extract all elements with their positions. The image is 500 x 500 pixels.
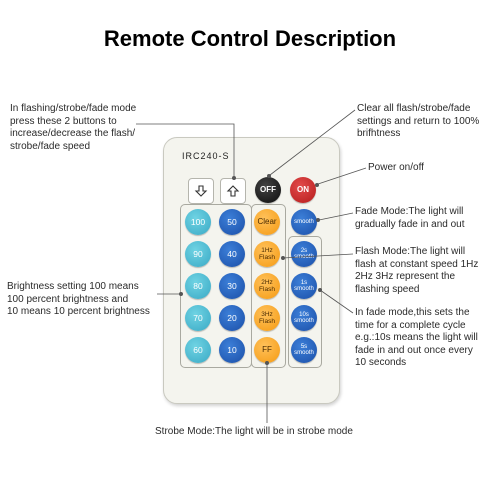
brightness-100-button[interactable]: 100 bbox=[185, 209, 211, 235]
annotation-flash-mode: Flash Mode:The light will flash at const… bbox=[355, 246, 479, 295]
annotation-clear-button: Clear all flash/strobe/fade settings and… bbox=[357, 103, 480, 139]
fade-time-button-group bbox=[288, 236, 322, 368]
brightness-50-button[interactable]: 50 bbox=[219, 209, 245, 235]
flash-1hz-button[interactable]: 1Hz Flash bbox=[254, 241, 280, 267]
fade-5s-button[interactable]: 5s smooth bbox=[291, 337, 317, 363]
up-arrow-icon bbox=[226, 185, 240, 197]
strobe-ff-button[interactable]: FF bbox=[254, 337, 280, 363]
speed-down-button[interactable] bbox=[188, 178, 214, 204]
on-button[interactable]: ON bbox=[290, 177, 316, 203]
brightness-60-button[interactable]: 60 bbox=[185, 337, 211, 363]
off-button[interactable]: OFF bbox=[255, 177, 281, 203]
fade-1s-button[interactable]: 1s smooth bbox=[291, 273, 317, 299]
fade-smooth-button[interactable]: smooth bbox=[291, 209, 317, 235]
flash-3hz-button[interactable]: 3Hz Flash bbox=[254, 305, 280, 331]
clear-button[interactable]: Clear bbox=[254, 209, 280, 235]
annotation-strobe-mode: Strobe Mode:The light will be in strobe … bbox=[155, 426, 353, 437]
annotation-brightness: Brightness setting 100 means 100 percent… bbox=[7, 281, 150, 317]
page-title: Remote Control Description bbox=[103, 26, 397, 51]
brightness-80-button[interactable]: 80 bbox=[185, 273, 211, 299]
brightness-10-button[interactable]: 10 bbox=[219, 337, 245, 363]
brightness-40-button[interactable]: 40 bbox=[219, 241, 245, 267]
speed-up-button[interactable] bbox=[220, 178, 246, 204]
brightness-90-button[interactable]: 90 bbox=[185, 241, 211, 267]
annotation-power-buttons: Power on/off bbox=[368, 162, 424, 173]
brightness-30-button[interactable]: 30 bbox=[219, 273, 245, 299]
remote-model-label: IRC240-S bbox=[182, 151, 230, 161]
flash-2hz-button[interactable]: 2Hz Flash bbox=[254, 273, 280, 299]
fade-10s-button[interactable]: 10s smooth bbox=[291, 305, 317, 331]
annotation-speed-buttons: In flashing/strobe/fade mode press these… bbox=[10, 103, 137, 152]
annotation-fade-time: In fade mode,this sets the time for a co… bbox=[355, 307, 478, 368]
down-arrow-icon bbox=[194, 185, 208, 197]
mode-button-group bbox=[251, 204, 286, 368]
brightness-20-button[interactable]: 20 bbox=[219, 305, 245, 331]
brightness-70-button[interactable]: 70 bbox=[185, 305, 211, 331]
annotation-fade-mode: Fade Mode:The light will gradually fade … bbox=[355, 206, 465, 230]
